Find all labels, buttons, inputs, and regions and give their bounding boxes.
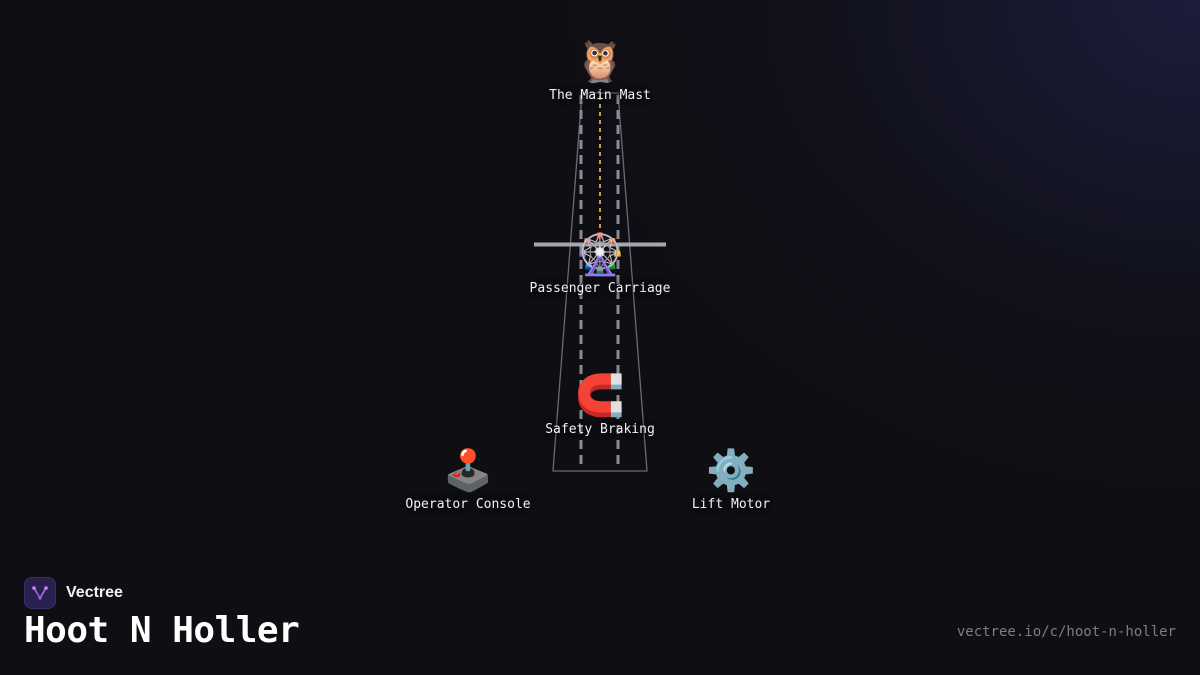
vectree-logo-icon — [24, 577, 56, 609]
owl-icon: 🦉 — [575, 39, 625, 85]
gear-icon: ⚙️ — [706, 448, 756, 494]
node-main-mast-label: The Main Mast — [549, 88, 651, 103]
ferris-wheel-icon: 🎡 — [575, 232, 625, 278]
node-lift-motor[interactable]: ⚙️ Lift Motor — [692, 447, 770, 512]
node-passenger-carriage-label: Passenger Carriage — [529, 281, 671, 296]
brand[interactable]: Vectree — [24, 577, 123, 609]
node-lift-motor-label: Lift Motor — [691, 497, 771, 512]
magnet-icon: 🧲 — [575, 373, 625, 419]
brand-name: Vectree — [66, 584, 123, 601]
node-safety-braking-label: Safety Braking — [545, 422, 655, 437]
node-passenger-carriage[interactable]: 🎡 Passenger Carriage — [530, 231, 671, 296]
source-url[interactable]: vectree.io/c/hoot-n-holler — [956, 624, 1176, 640]
node-operator-console-label: Operator Console — [405, 497, 531, 512]
joystick-icon: 🕹️ — [443, 448, 493, 494]
page-title: Hoot N Holler — [24, 610, 300, 651]
node-safety-braking[interactable]: 🧲 Safety Braking — [545, 372, 655, 437]
node-main-mast[interactable]: 🦉 The Main Mast — [549, 38, 651, 103]
tower-outline — [552, 92, 648, 472]
node-operator-console[interactable]: 🕹️ Operator Console — [405, 447, 530, 512]
